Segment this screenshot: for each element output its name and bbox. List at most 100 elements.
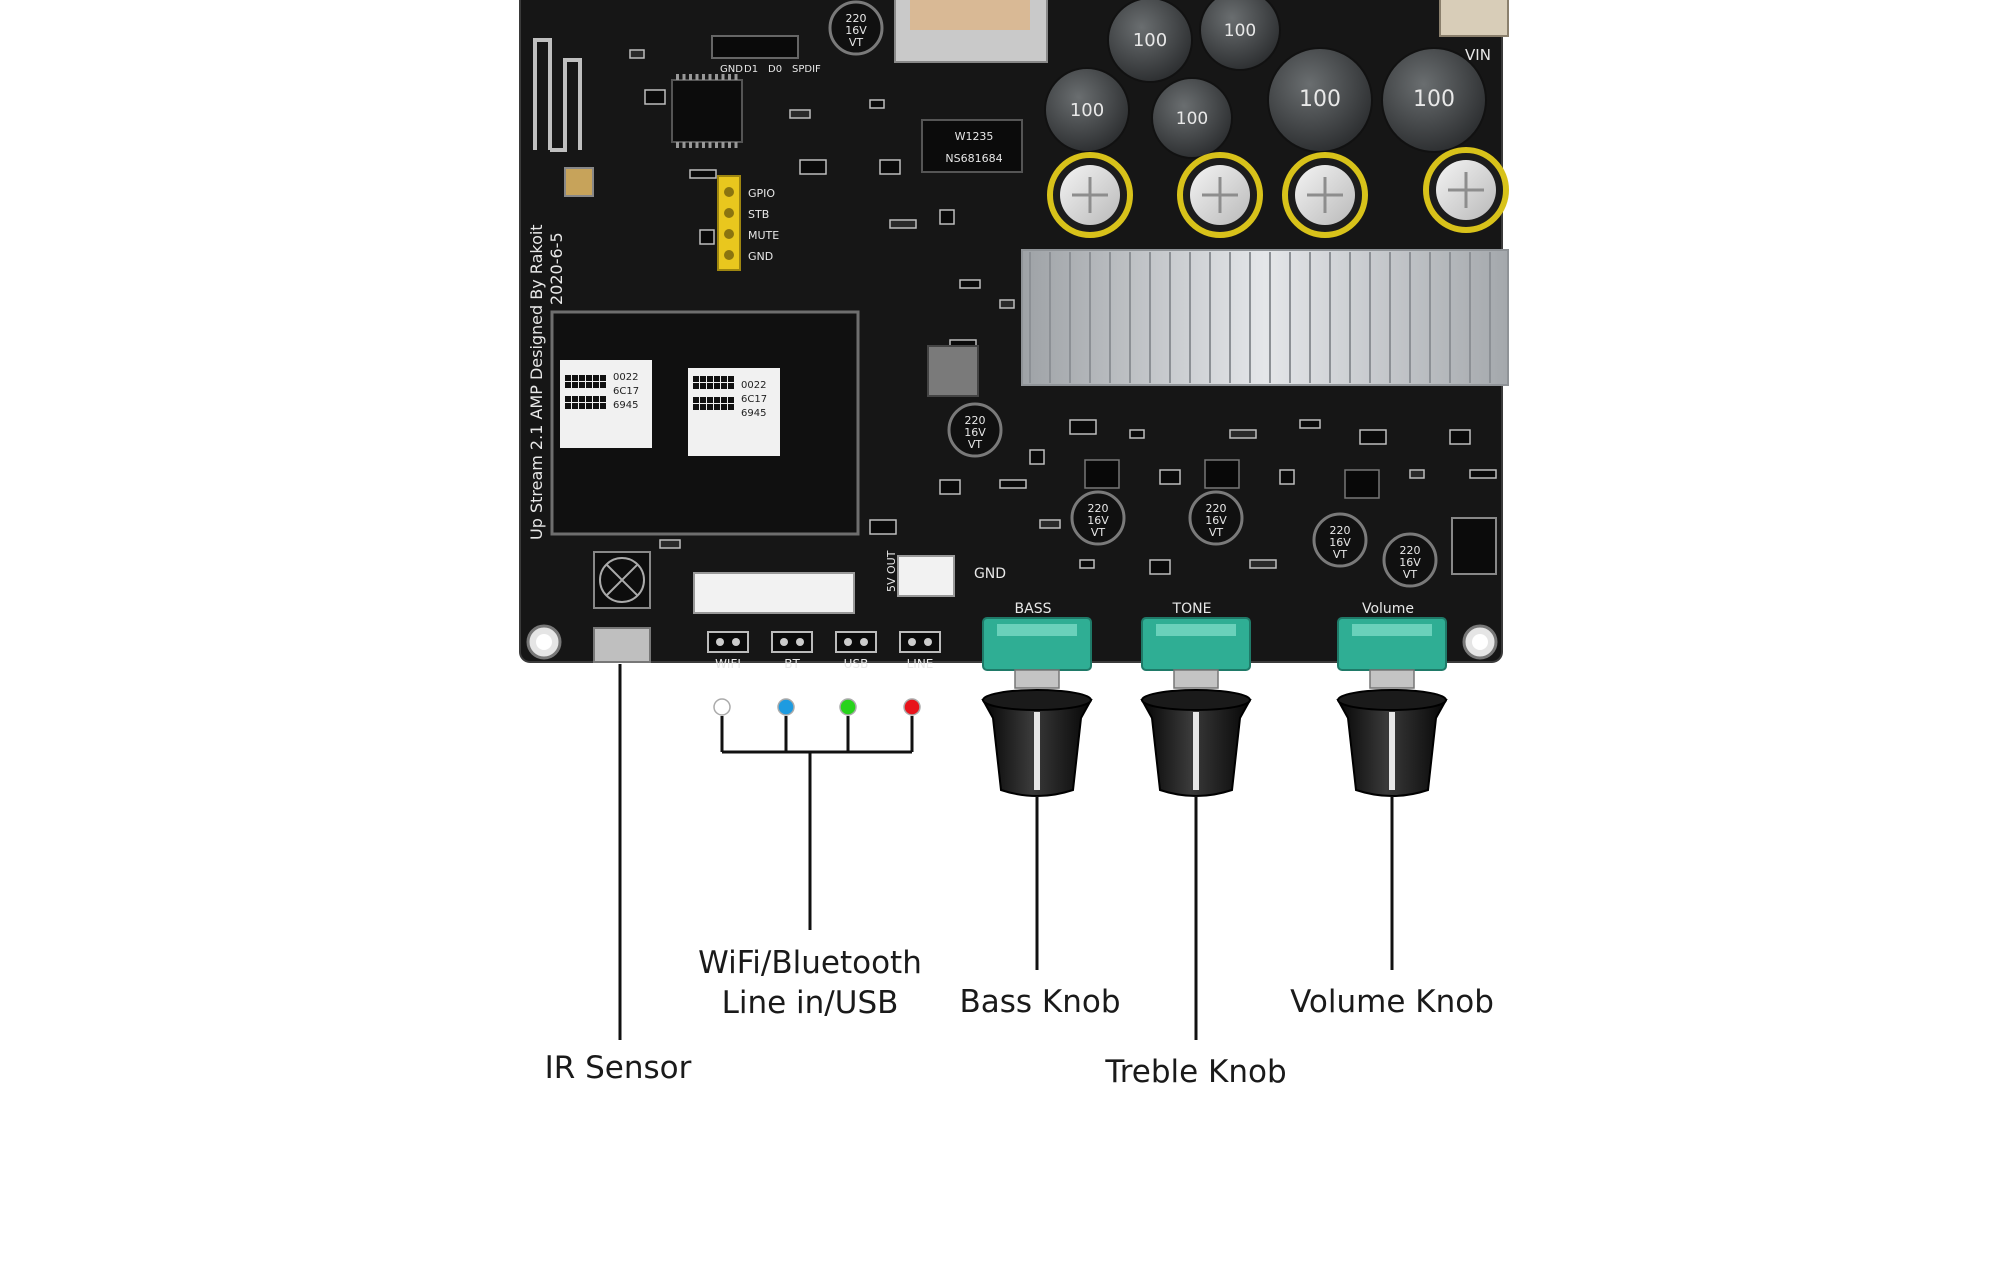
gpio-label: MUTE bbox=[748, 229, 779, 242]
smd-component bbox=[789, 109, 811, 119]
inductor bbox=[1267, 47, 1373, 153]
qr-cell bbox=[579, 382, 585, 388]
module-mark: 6945 bbox=[741, 408, 766, 419]
led-header-label: WIFI bbox=[715, 657, 741, 671]
mcu-pin bbox=[715, 142, 718, 148]
small-capacitor-mark: 220 bbox=[1206, 502, 1227, 515]
knob-indicator bbox=[1034, 712, 1040, 790]
smd-component bbox=[1249, 559, 1277, 569]
gpio-pin bbox=[724, 187, 734, 197]
qr-cell bbox=[721, 404, 727, 410]
vin-label: VIN bbox=[1465, 46, 1491, 64]
pot-label: BASS bbox=[1015, 601, 1052, 617]
mcu-pin bbox=[708, 74, 712, 80]
qr-cell bbox=[586, 375, 592, 381]
mcu-pin bbox=[702, 74, 705, 80]
smd-component bbox=[1039, 519, 1061, 529]
usb-connector bbox=[693, 572, 855, 614]
qr-cell bbox=[707, 404, 713, 410]
mounting-hole-left-inner bbox=[536, 634, 552, 650]
qr-cell bbox=[572, 375, 578, 381]
qr-cell bbox=[600, 375, 606, 381]
qr-cell bbox=[593, 403, 599, 409]
ir-sensor-mark bbox=[599, 557, 645, 603]
smd-component bbox=[939, 479, 961, 495]
mcu-chip bbox=[671, 79, 743, 143]
bass-knob-label: Bass Knob bbox=[959, 984, 1120, 1020]
small-capacitor-mark: 16V bbox=[845, 24, 867, 37]
smd-component bbox=[869, 99, 885, 109]
5v-out-connector bbox=[897, 555, 955, 597]
ir-sensor-lens bbox=[593, 627, 651, 663]
smd-component bbox=[939, 209, 955, 225]
small-capacitor bbox=[828, 0, 884, 56]
small-capacitor-mark: 16V bbox=[1205, 514, 1227, 527]
capacitors bbox=[1047, 147, 1509, 238]
qr-cell bbox=[707, 376, 713, 382]
mcu-pin bbox=[721, 74, 725, 80]
inductor bbox=[1381, 47, 1487, 153]
mcu-pin bbox=[702, 142, 705, 148]
pot-highlight bbox=[1352, 624, 1432, 636]
small-capacitor bbox=[1188, 490, 1244, 546]
qr-cell bbox=[572, 403, 578, 409]
mcu-pin bbox=[682, 142, 686, 148]
spdif-label: SPDIF bbox=[792, 64, 821, 75]
led-header-label: USB bbox=[844, 657, 869, 671]
mcu-pin bbox=[728, 142, 731, 148]
spdif-header bbox=[711, 35, 799, 59]
smd-component bbox=[879, 159, 901, 175]
pot-label: TONE bbox=[1172, 601, 1212, 617]
module-mark: 6945 bbox=[613, 400, 638, 411]
mcu-pin bbox=[682, 74, 686, 80]
inductor bbox=[1044, 67, 1130, 153]
gpio-label: GND bbox=[748, 250, 773, 263]
smd-component bbox=[1079, 559, 1095, 569]
qr-cell bbox=[593, 382, 599, 388]
qr-cell bbox=[721, 383, 727, 389]
small-capacitor-mark: 16V bbox=[1399, 556, 1421, 569]
antenna-trace bbox=[533, 38, 582, 152]
network-chip-mark-2: NS681684 bbox=[945, 152, 1002, 165]
qr-cell bbox=[600, 403, 606, 409]
qr-cell bbox=[700, 376, 706, 382]
small-capacitor-mark: 16V bbox=[1087, 514, 1109, 527]
qr-cell bbox=[728, 376, 734, 382]
led-header-label: LINE bbox=[907, 657, 934, 671]
mounting-hole-right-inner bbox=[1472, 634, 1488, 650]
mcu-pin bbox=[715, 74, 718, 80]
gpio-pin bbox=[724, 250, 734, 260]
qr-cell bbox=[728, 383, 734, 389]
inductor-mark: 100 bbox=[1299, 87, 1341, 112]
capacitor-vent bbox=[1448, 172, 1484, 208]
mcu-pin bbox=[721, 142, 725, 148]
led-header-pin bbox=[732, 638, 740, 646]
qr-cell bbox=[693, 376, 699, 382]
inductor-mark: 100 bbox=[1133, 30, 1167, 51]
smd-component bbox=[1279, 469, 1295, 485]
led-header bbox=[707, 631, 749, 653]
led-header-pin bbox=[924, 638, 932, 646]
qr-cell bbox=[565, 396, 571, 402]
network-chip bbox=[921, 119, 1023, 173]
small-capacitor-mark: 16V bbox=[964, 426, 986, 439]
gpio-pin bbox=[724, 208, 734, 218]
qr-cell bbox=[565, 403, 571, 409]
smd-component bbox=[1449, 429, 1471, 445]
small-capacitor-mark: VT bbox=[1333, 548, 1348, 561]
led-header-pin bbox=[716, 638, 724, 646]
smd-component bbox=[689, 169, 717, 179]
inductor bbox=[1107, 0, 1193, 83]
mcu-pin bbox=[734, 74, 738, 80]
led-wifi bbox=[713, 698, 731, 716]
gnd-label: GND bbox=[974, 566, 1006, 582]
led-header bbox=[835, 631, 877, 653]
small-capacitor bbox=[1312, 512, 1368, 568]
smd-component bbox=[1469, 469, 1497, 479]
small-capacitor-mark: 220 bbox=[846, 12, 867, 25]
source-label-line1: WiFi/Bluetooth bbox=[698, 945, 922, 981]
smd-component bbox=[1159, 469, 1181, 485]
